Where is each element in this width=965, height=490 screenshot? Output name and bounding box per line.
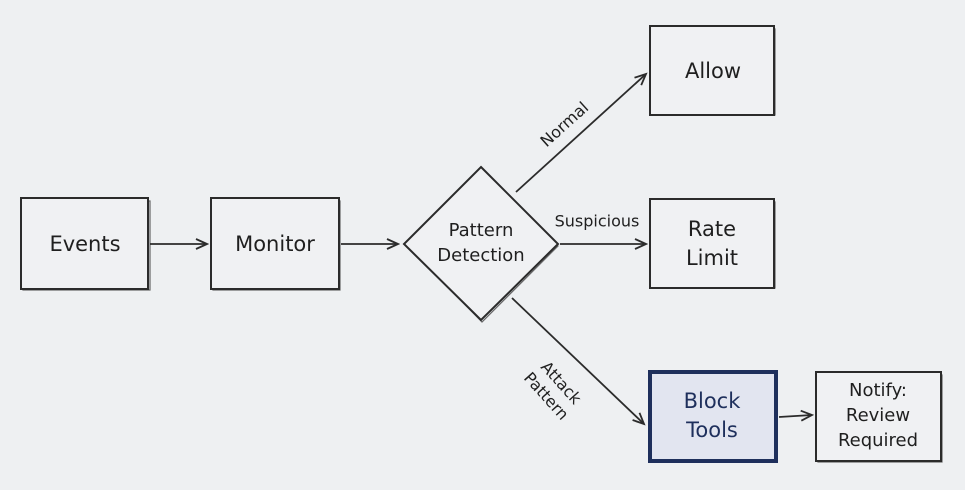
node-events-label: Events — [49, 232, 120, 256]
node-block-tools: Block Tools — [648, 370, 778, 463]
node-rate-limit: Rate Limit — [649, 198, 776, 289]
node-allow-label: Allow — [685, 59, 741, 83]
node-notify-line1: Notify: — [849, 380, 907, 401]
node-pattern-detection-line1: Pattern — [449, 220, 514, 241]
node-monitor-label: Monitor — [235, 232, 315, 256]
edge-detection-block — [511, 297, 644, 424]
edge-label-attack-pattern: Attack Pattern — [520, 357, 586, 423]
node-events: Events — [20, 197, 151, 291]
node-block-tools-line1: Block — [684, 389, 742, 413]
node-notify: Notify: Review Required — [815, 371, 943, 463]
node-pattern-detection-line2: Detection — [437, 245, 524, 266]
edge-block-notify — [778, 415, 812, 417]
node-pattern-detection: Pattern Detection — [402, 165, 560, 323]
edge-label-normal: Normal — [536, 98, 592, 151]
node-block-tools-line2: Tools — [685, 418, 738, 442]
node-notify-line2: Review — [846, 405, 910, 426]
node-rate-limit-line1: Rate — [688, 217, 736, 241]
node-notify-line3: Required — [838, 430, 918, 451]
node-monitor: Monitor — [210, 197, 341, 291]
node-allow: Allow — [649, 25, 776, 116]
edge-detection-allow — [515, 74, 646, 193]
edge-label-suspicious: Suspicious — [555, 212, 640, 231]
node-rate-limit-line2: Limit — [686, 246, 738, 270]
